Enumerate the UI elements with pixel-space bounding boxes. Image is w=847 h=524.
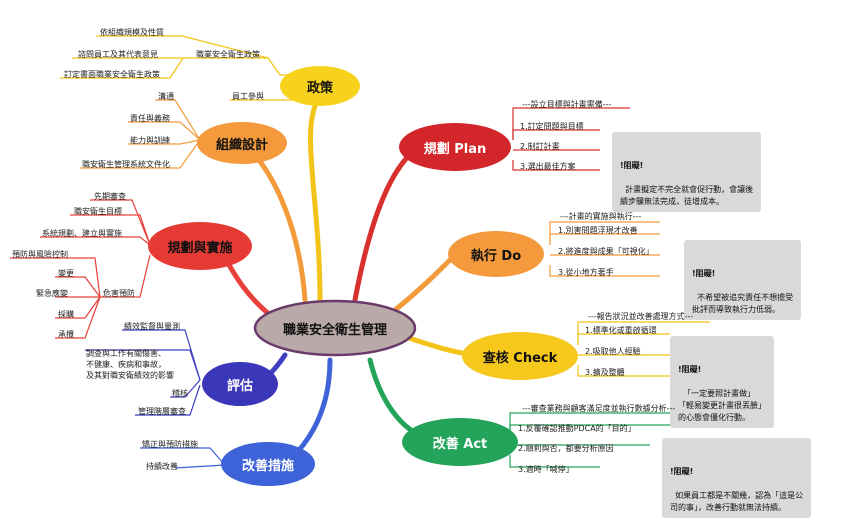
planning-node-shape (148, 222, 252, 270)
hazard-item-1: 預防與風險控制 (12, 250, 68, 259)
planning-item-1: 先期審查 (94, 192, 126, 201)
check-item-1: 1.標準化或重啟循環 (585, 326, 657, 335)
planning-node[interactable]: 規劃與實施 (167, 240, 233, 256)
act-item-1: 1.反覆確認推動PDCA的「目的」 (518, 424, 636, 433)
planning-hazard: 危害預防 (103, 289, 135, 298)
evaluation-item-1: 績效監督與量測 (124, 322, 180, 331)
plan-item-1: 1.訂定問題與目標 (520, 122, 584, 131)
do-item-1: 1.別害問題浮現才改善 (558, 226, 638, 235)
check-note-title: !阻礙! (678, 365, 702, 374)
plan-note-title: !阻礙! (620, 161, 644, 170)
hazard-item-3: 緊急應變 (36, 289, 68, 298)
check-note: !阻礙! 「一定要照計畫做」 「輕易變更計畫很丟臉」 的心態會僵化行動。 (670, 336, 774, 428)
check-item-2: 2.吸取他人經驗 (585, 347, 641, 356)
act-node[interactable]: 改善 Act (432, 436, 488, 452)
do-note-text: 不希望被追究責任不想擔受 批評而導致執行力低弱。 (692, 293, 794, 314)
evaluation-item-4: 管理階層審查 (138, 407, 186, 416)
organization-node-shape (197, 122, 287, 164)
plan-item-2: 2.制訂計畫 (520, 142, 560, 151)
act-item-3: 3.適時「喊停」 (518, 465, 574, 474)
do-node-shape (448, 231, 544, 277)
check-item-3: 3.擴及整體 (585, 368, 625, 377)
policy-sub: 職業安全衛生政策 (196, 50, 260, 59)
branch-improvement (287, 357, 333, 463)
do-item-3: 3.從小地方著手 (558, 268, 614, 277)
policy-item-1: 依組織規模及性質 (100, 28, 164, 37)
branch-plan (352, 147, 418, 303)
organization-item-3: 能力與訓練 (130, 136, 170, 145)
planning-item-2: 職安衛生目標 (74, 207, 122, 216)
organization-node[interactable]: 組織設計 (215, 137, 268, 153)
center-node[interactable]: 職業安全衛生管理 (282, 322, 387, 338)
check-node[interactable]: 查核 Check (482, 350, 558, 366)
policy-node-shape (280, 66, 360, 106)
check-header: ---報告狀況並改善處理方式--- (588, 312, 694, 321)
hazard-item-4: 採購 (58, 310, 74, 319)
center-node-shape (253, 299, 417, 357)
do-note-title: !阻礙! (692, 269, 716, 278)
hazard-item-2: 變更 (58, 269, 74, 278)
branch-organization (247, 147, 308, 303)
hazard-item-5: 承攬 (58, 330, 74, 339)
plan-item-3: 3.選出最佳方案 (520, 162, 576, 171)
act-note-title: !阻礙! (670, 467, 694, 476)
policy-item-2: 諮問員工及其代表意見 (78, 50, 158, 59)
branch-do (392, 252, 458, 313)
act-header: ---審查業務與顧客滿足度並執行數據分析--- (522, 404, 676, 413)
plan-header: ---設立目標與計畫需備--- (522, 100, 612, 109)
act-note-text: 如果員工都是不關幾，認為「這是公 司的事」，改善行動就無法持續。 (670, 491, 804, 512)
plan-note: !阻礙! 計畫擬定不完全就會促行動，會讓後 續步驟無法完成，徒增成本。 (612, 132, 762, 212)
improvement-node[interactable]: 改善措施 (241, 458, 294, 474)
act-item-2: 2.順利與否，都要分析原因 (518, 444, 614, 453)
improvement-node-shape (221, 442, 315, 486)
evaluation-item-3: 稽核 (172, 389, 188, 398)
check-note-text: 「一定要照計畫做」 「輕易變更計畫很丟臉」 的心態會僵化行動。 (678, 389, 766, 422)
do-note: !阻礙! 不希望被追究責任不想擔受 批評而導致執行力低弱。 (684, 240, 802, 320)
evaluation-node[interactable]: 評估 (226, 378, 253, 394)
branch-policy (308, 97, 323, 303)
planning-item-3: 系統規劃、建立與實施 (42, 229, 122, 238)
do-node[interactable]: 執行 Do (470, 248, 522, 264)
policy-item-3: 訂定書面職業安全衛生政策 (64, 70, 160, 79)
do-header: ---計畫的實施與執行--- (560, 212, 642, 221)
organization-item-4: 職安衛生管理系統文件化 (82, 160, 170, 169)
act-note: !阻礙! 如果員工都是不關幾，認為「這是公 司的事」，改善行動就無法持續。 (662, 438, 812, 518)
policy-node[interactable]: 政策 (306, 80, 333, 96)
do-item-2: 2.將進度與成果「可視化」 (558, 247, 654, 256)
plan-node-shape (399, 123, 511, 171)
organization-item-1: 溝通 (158, 92, 174, 101)
act-node-shape (402, 418, 518, 466)
check-node-shape (462, 332, 578, 380)
evaluation-node-shape (202, 362, 278, 406)
organization-item-2: 責任與義務 (130, 114, 170, 123)
improvement-item-1: 矯正與預防措施 (142, 440, 198, 449)
evaluation-item-2: 調查與工作有關傷害、 不健康、疾病和事故， 及其對職安衛績效的影響 (86, 349, 174, 380)
improvement-item-2: 持續改善 (146, 462, 178, 471)
plan-node[interactable]: 規劃 Plan (423, 141, 487, 157)
plan-note-text: 計畫擬定不完全就會促行動，會讓後 續步驟無法完成，徒增成本。 (620, 185, 754, 206)
policy-extra: 員工參與 (232, 92, 264, 101)
